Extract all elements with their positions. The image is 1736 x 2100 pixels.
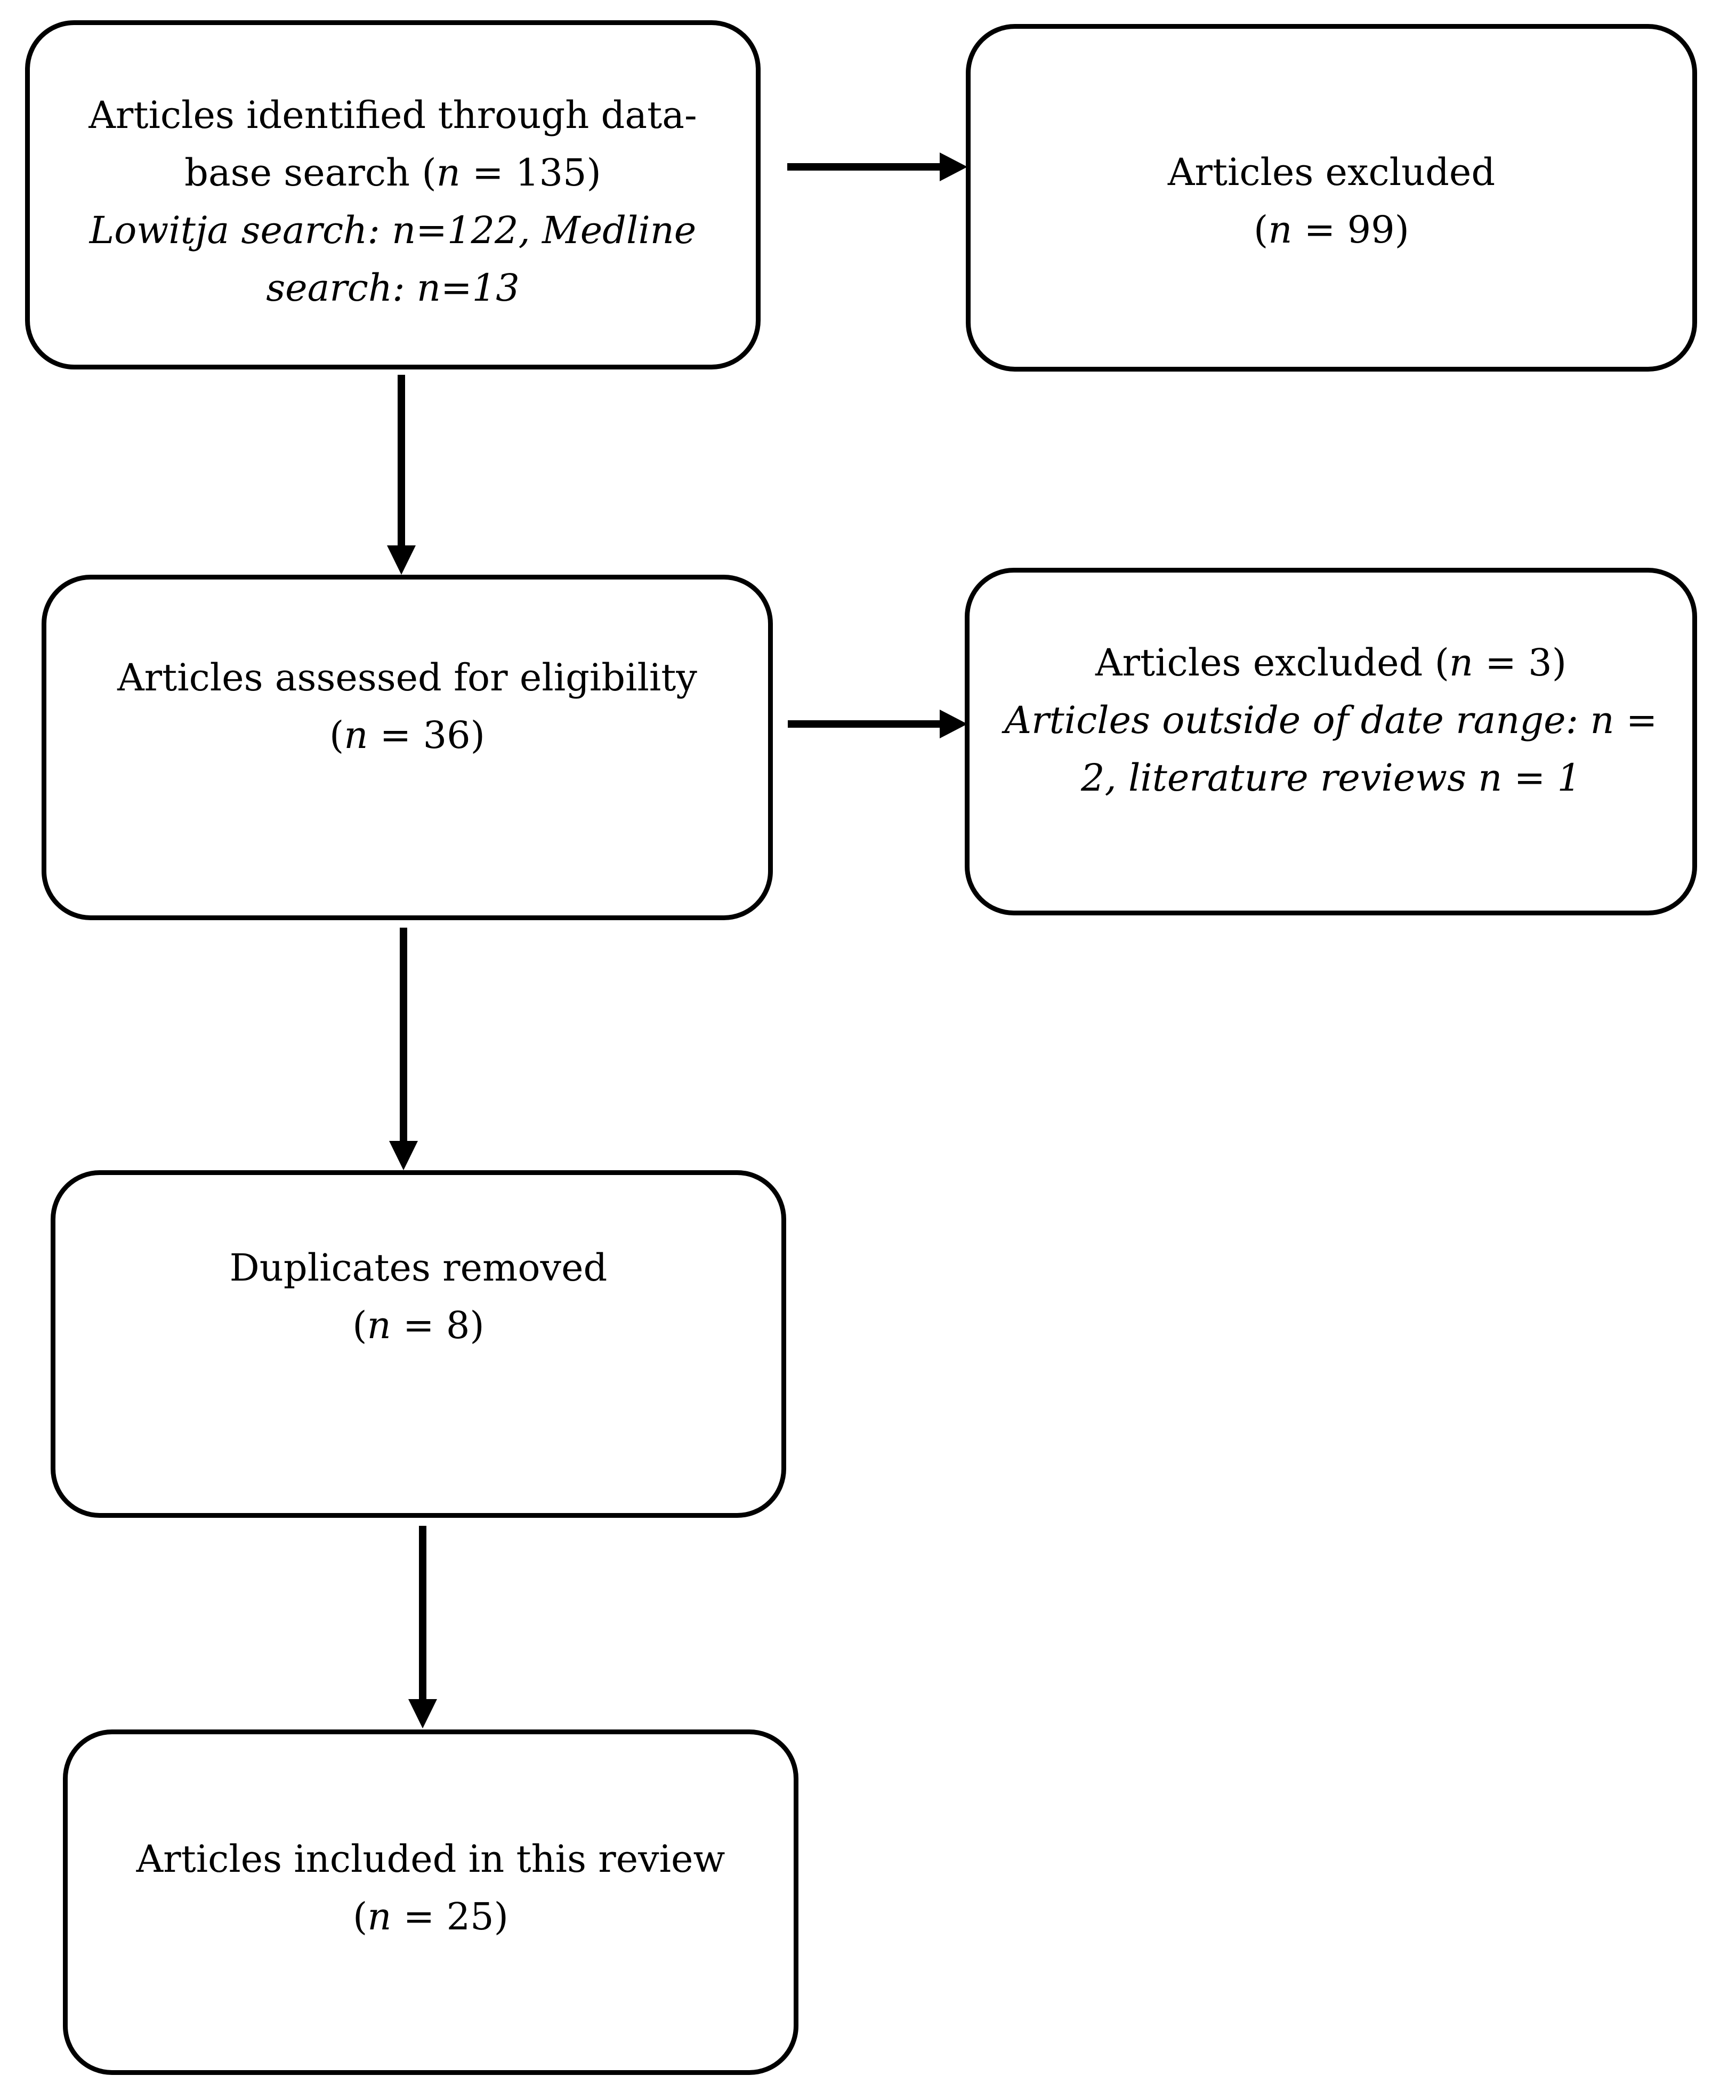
- flow-box-assessed-text: Articles assessed for eligibility (n = 36…: [46, 580, 768, 764]
- flow-box-excluded-database-text: Articles excluded (n = 99): [971, 29, 1692, 259]
- box-text-line: Lowitja search: n=122, Medline: [89, 208, 697, 252]
- box-text-line: Articles assessed for eligibility: [117, 656, 697, 699]
- box-text-line: (n = 8): [352, 1304, 485, 1347]
- arrow-head: [940, 152, 967, 181]
- flow-box-duplicates-removed-text: Duplicates removed (n = 8): [55, 1175, 781, 1354]
- arrow-head: [940, 710, 967, 738]
- arrow-head: [387, 545, 416, 575]
- flow-box-assessed: Articles assessed for eligibility (n = 36…: [42, 575, 773, 920]
- box-text-line: (n = 25): [353, 1895, 508, 1938]
- flow-box-excluded-eligibility-text: Articles excluded (n = 3) Articles outsid…: [970, 573, 1692, 807]
- arrow-head: [389, 1141, 418, 1170]
- flow-box-identified-text: Articles identified through data-base se…: [30, 25, 756, 317]
- box-text-line: Articles outside of date range: n =: [1004, 698, 1658, 742]
- flow-box-identified: Articles identified through data-base se…: [25, 20, 761, 369]
- flow-box-excluded-database: Articles excluded (n = 99): [966, 24, 1697, 372]
- box-text-line: Articles included in this review: [136, 1837, 725, 1881]
- box-text-line: Duplicates removed: [229, 1246, 608, 1290]
- box-text-line: (n = 99): [1254, 208, 1409, 252]
- box-text-line: (n = 36): [329, 713, 485, 757]
- box-text-line: 2, literature reviews n = 1: [1080, 756, 1581, 800]
- arrow-shaft: [400, 928, 407, 1141]
- box-text-line: Articles excluded: [1167, 150, 1496, 194]
- flow-box-duplicates-removed: Duplicates removed (n = 8): [51, 1170, 786, 1518]
- arrow-head: [408, 1699, 437, 1728]
- box-text-line: base search (n = 135): [184, 151, 601, 195]
- arrow-shaft: [398, 375, 405, 546]
- arrow-shaft: [788, 720, 941, 728]
- arrow-shaft: [787, 163, 941, 171]
- arrow-shaft: [419, 1526, 426, 1699]
- box-text-line: Articles identified through data-: [88, 93, 697, 137]
- flow-box-excluded-eligibility: Articles excluded (n = 3) Articles outsid…: [965, 568, 1697, 915]
- flow-box-included: Articles included in this review (n = 25): [63, 1729, 798, 2075]
- flow-box-included-text: Articles included in this review (n = 25): [68, 1734, 794, 1945]
- box-text-line: Articles excluded (n = 3): [1095, 641, 1567, 685]
- box-text-line: search: n=13: [266, 266, 520, 310]
